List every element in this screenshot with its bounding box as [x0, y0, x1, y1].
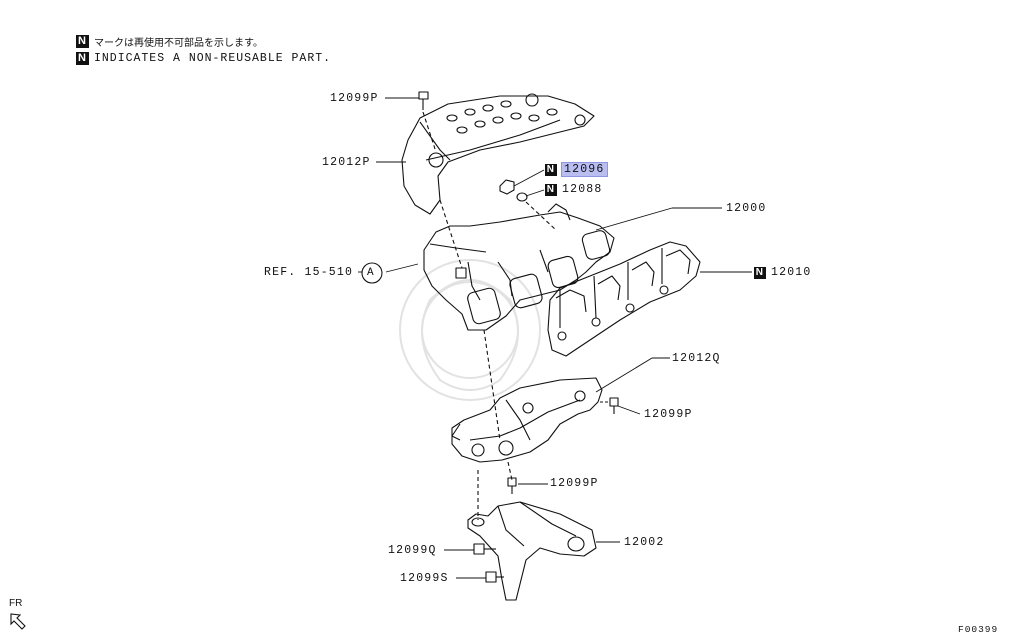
non-reusable-mark-icon: N	[545, 164, 557, 176]
upper-heat-insulator	[401, 93, 595, 215]
non-reusable-mark-icon: N	[545, 184, 557, 196]
bolt-12099p-top	[418, 91, 437, 153]
reference-label[interactable]: REF. 15-510	[264, 266, 354, 279]
part-number-12088: 12088	[562, 183, 603, 196]
part-label-12099s[interactable]: 12099S	[400, 572, 449, 585]
non-reusable-mark-icon: N	[76, 52, 89, 65]
bolt-12099p-low	[507, 477, 517, 494]
part-label-12012p[interactable]: 12012P	[322, 156, 371, 169]
bolt-12099q	[473, 543, 496, 555]
washer-12088	[516, 192, 557, 231]
lower-heat-insulator	[451, 377, 603, 463]
legend-jp-text: マークは再使用不可部品を示します。	[94, 38, 263, 49]
front-direction-arrow-icon	[10, 613, 26, 630]
exhaust-manifold-gasket	[547, 241, 701, 357]
part-label-12010[interactable]: N 12010	[754, 266, 812, 280]
bolt-12099s	[485, 571, 504, 583]
legend-en: N INDICATES A NON-REUSABLE PART.	[76, 52, 331, 65]
part-label-12012q[interactable]: 12012Q	[672, 352, 721, 365]
watermark-seal	[399, 259, 541, 401]
leader-lines	[358, 97, 752, 579]
part-number-12096: 12096	[561, 162, 608, 177]
part-number-12010: 12010	[771, 266, 812, 279]
legend-en-text: INDICATES A NON-REUSABLE PART.	[94, 52, 332, 65]
legend-jp: N マークは再使用不可部品を示します。	[76, 34, 263, 49]
part-label-12099p-low[interactable]: 12099P	[550, 477, 599, 490]
bolt-12099p-mid	[600, 397, 619, 414]
part-label-12099p-mid[interactable]: 12099P	[644, 408, 693, 421]
front-direction-label: FR	[9, 598, 23, 609]
non-reusable-mark-icon: N	[76, 35, 89, 48]
part-label-12088[interactable]: N 12088	[545, 183, 603, 197]
part-label-12002[interactable]: 12002	[624, 536, 665, 549]
part-label-12096[interactable]: N 12096	[545, 162, 608, 177]
manifold-bracket	[467, 501, 597, 601]
figure-number: F00399	[958, 624, 999, 635]
nut-12096	[499, 179, 515, 195]
part-label-12099p-top[interactable]: 12099P	[330, 92, 379, 105]
reference-circle-letter: A	[367, 267, 374, 279]
non-reusable-mark-icon: N	[754, 267, 766, 279]
part-label-12099q[interactable]: 12099Q	[388, 544, 437, 557]
part-label-12000[interactable]: 12000	[726, 202, 767, 215]
reference-circle	[361, 262, 383, 284]
alignment-lines	[439, 199, 513, 520]
